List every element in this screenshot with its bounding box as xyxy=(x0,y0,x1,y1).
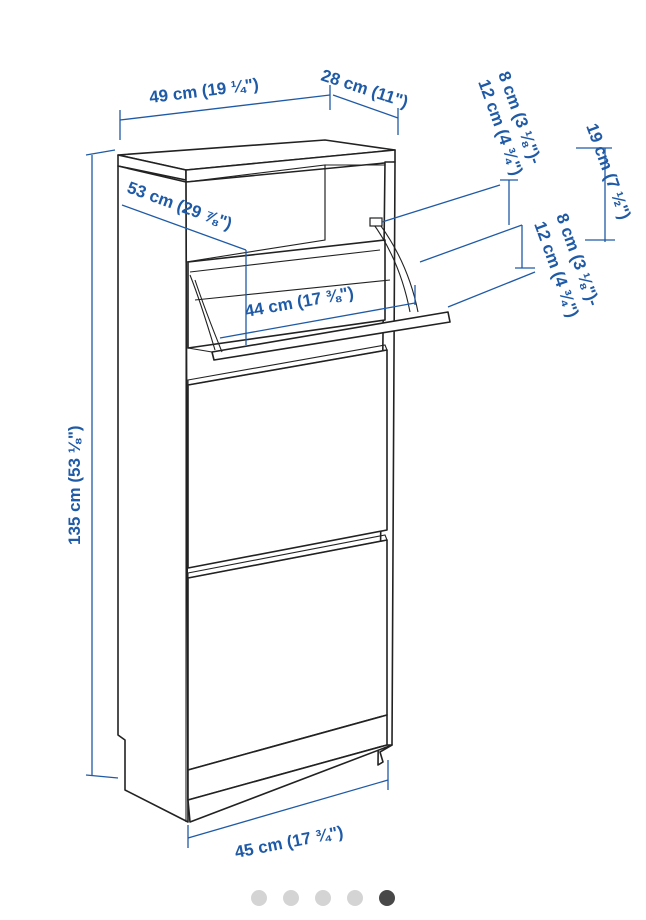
dim-width-bottom: 45 cm (17 ¾") xyxy=(233,822,345,862)
dim-height-total: 135 cm (53 ⅛") xyxy=(65,425,84,545)
carousel-dot-2[interactable] xyxy=(283,890,299,906)
shoe-cabinet-drawing xyxy=(117,139,451,823)
carousel-dot-4[interactable] xyxy=(347,890,363,906)
carousel-dot-5-active[interactable] xyxy=(379,890,395,906)
carousel-dot-3[interactable] xyxy=(315,890,331,906)
carousel-pagination xyxy=(0,890,646,920)
dim-depth-top: 28 cm (11") xyxy=(319,66,411,112)
dimension-lines xyxy=(85,85,615,848)
dim-flap-height: 19 cm (7 ½") xyxy=(582,121,634,222)
carousel-dot-1[interactable] xyxy=(251,890,267,906)
dim-width-top: 49 cm (19 ¼") xyxy=(148,75,260,107)
